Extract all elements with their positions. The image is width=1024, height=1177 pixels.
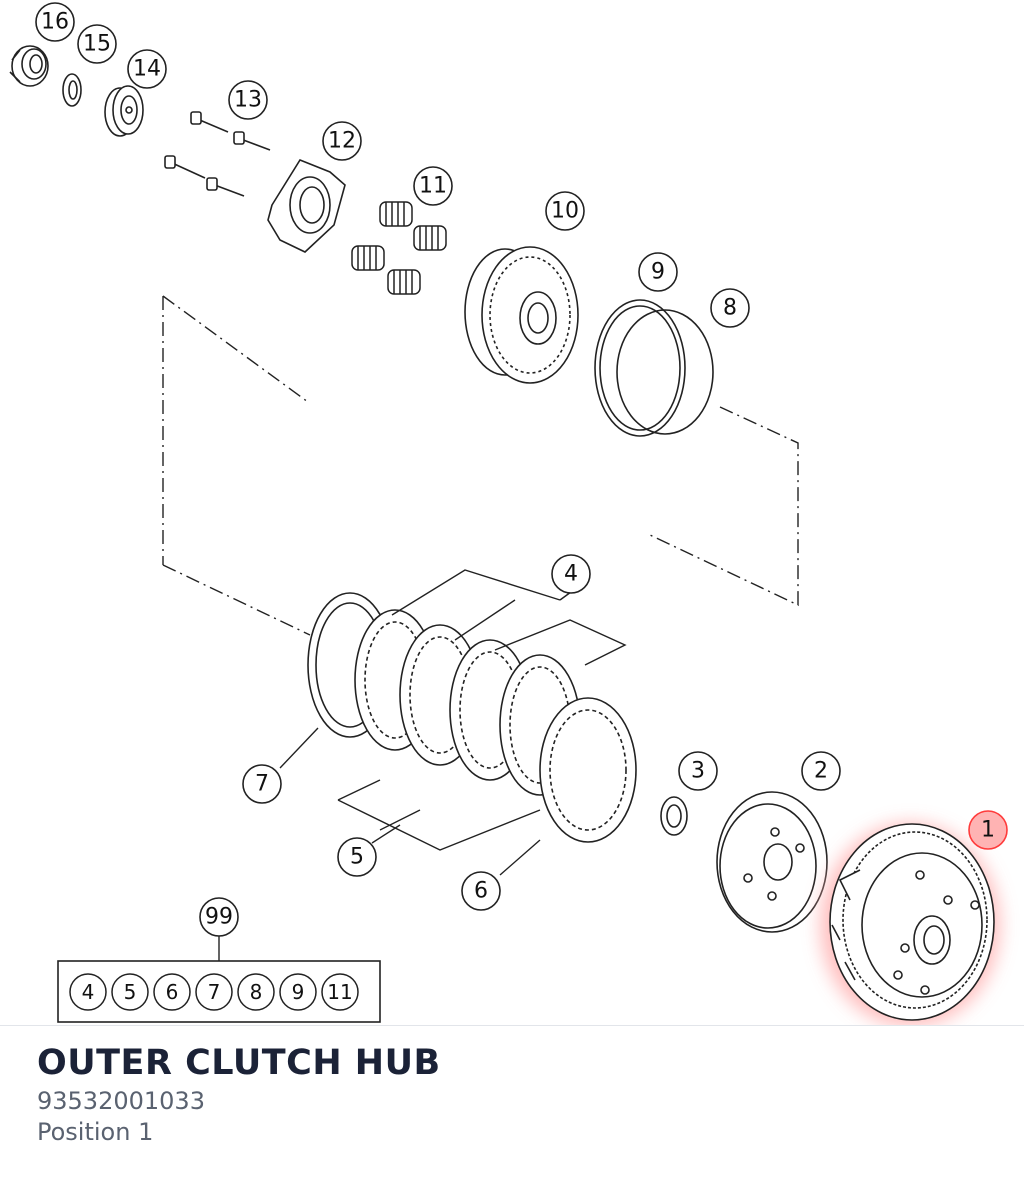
- part-12-pressure-plate[interactable]: [267, 159, 346, 253]
- callout-2[interactable]: 2: [801, 751, 841, 791]
- part-info-panel: OUTER CLUTCH HUB 93532001033 Position 1: [37, 1040, 441, 1148]
- kit-99-box: 4 5 6 7 8 9 11: [57, 960, 381, 1023]
- part-9-ring[interactable]: [594, 299, 686, 437]
- part-8-ring[interactable]: [616, 309, 714, 435]
- callout-label: 15: [83, 32, 111, 57]
- callout-5[interactable]: 5: [337, 837, 377, 877]
- kit-item-label: 11: [327, 980, 352, 1004]
- kit-item-5[interactable]: 5: [111, 973, 149, 1011]
- kit-item-8[interactable]: 8: [237, 973, 275, 1011]
- callout-10[interactable]: 10: [545, 191, 585, 231]
- callout-label: 16: [41, 10, 69, 35]
- kit-item-9[interactable]: 9: [279, 973, 317, 1011]
- part-10-inner-clutch-hub[interactable]: [464, 246, 579, 384]
- kit-item-11[interactable]: 11: [321, 973, 359, 1011]
- disc-group-brackets: [337, 569, 627, 851]
- callout-15[interactable]: 15: [77, 24, 117, 64]
- callout-4[interactable]: 4: [551, 554, 591, 594]
- callout-label: 9: [651, 260, 665, 285]
- callout-1[interactable]: 1: [968, 810, 1008, 850]
- callout-label: 10: [551, 199, 579, 224]
- kit-item-label: 9: [292, 980, 305, 1004]
- leader-lines: [218, 591, 572, 961]
- part-15-washer[interactable]: [62, 73, 82, 107]
- part-name: OUTER CLUTCH HUB: [37, 1043, 441, 1083]
- callout-label: 13: [234, 88, 262, 113]
- callout-labels: 16 15 14 13 12 11 10 9 8 4 3 2 1 7 5 6 99: [35, 2, 1008, 937]
- part-2-plate[interactable]: [716, 791, 828, 933]
- callout-8[interactable]: 8: [710, 288, 750, 328]
- callout-label: 1: [981, 818, 995, 843]
- callout-11[interactable]: 11: [413, 166, 453, 206]
- clutch-disc-stack[interactable]: [307, 592, 637, 843]
- callout-label: 8: [723, 296, 737, 321]
- callout-label: 12: [328, 129, 356, 154]
- kit-item-6[interactable]: 6: [153, 973, 191, 1011]
- part-13-bolts[interactable]: [164, 111, 271, 197]
- part-3-washer[interactable]: [660, 796, 688, 836]
- callout-16[interactable]: 16: [35, 2, 75, 42]
- callout-label: 14: [133, 57, 161, 82]
- callout-label: 2: [814, 759, 828, 784]
- callout-13[interactable]: 13: [228, 80, 268, 120]
- callout-label: 5: [350, 845, 364, 870]
- kit-item-label: 5: [124, 980, 137, 1004]
- kit-item-label: 4: [82, 980, 95, 1004]
- callout-9[interactable]: 9: [638, 252, 678, 292]
- part-number: 93532001033: [37, 1087, 205, 1115]
- assembly-guide-lines: [162, 295, 799, 636]
- callout-12[interactable]: 12: [322, 121, 362, 161]
- callout-label: 6: [474, 879, 488, 904]
- kit-item-7[interactable]: 7: [195, 973, 233, 1011]
- exploded-parts-diagram: 16 15 14 13 12 11 10 9 8 4 3 2 1 7 5 6 99 4 5 6 7 8 9 11: [9, 2, 1008, 1025]
- part-11-springs[interactable]: [351, 201, 447, 295]
- callout-label: 7: [255, 772, 269, 797]
- kit-item-label: 6: [166, 980, 179, 1004]
- kit-item-label: 7: [208, 980, 221, 1004]
- part-position: Position 1: [37, 1118, 154, 1146]
- section-divider: [0, 1025, 1024, 1026]
- part-1-outer-clutch-hub[interactable]: [820, 823, 1000, 1025]
- callout-14[interactable]: 14: [127, 49, 167, 89]
- callout-99[interactable]: 99: [199, 897, 239, 937]
- kit-item-4[interactable]: 4: [69, 973, 107, 1011]
- callout-3[interactable]: 3: [678, 751, 718, 791]
- callout-label: 11: [419, 174, 447, 199]
- callout-label: 99: [205, 905, 233, 930]
- callout-6[interactable]: 6: [461, 871, 501, 911]
- callout-7[interactable]: 7: [242, 764, 282, 804]
- part-14-bearing[interactable]: [104, 85, 144, 137]
- part-16-nut[interactable]: [9, 45, 49, 87]
- callout-label: 4: [564, 562, 578, 587]
- callout-label: 3: [691, 759, 705, 784]
- kit-item-label: 8: [250, 980, 263, 1004]
